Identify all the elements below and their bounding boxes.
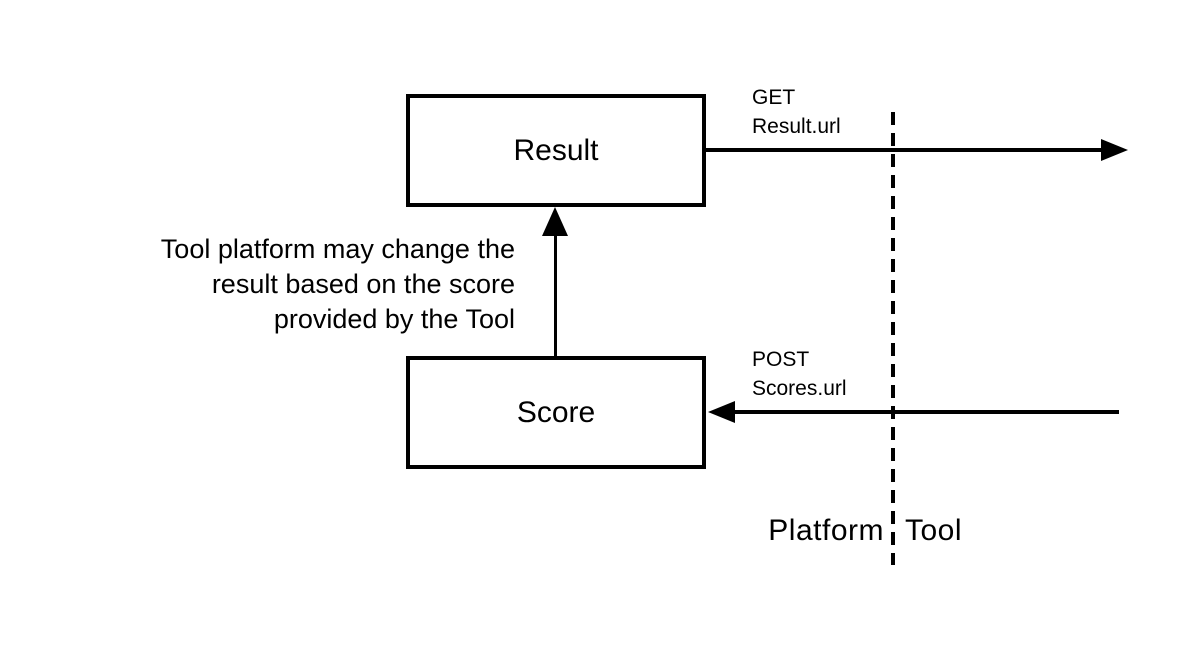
post-scores-arrowhead-left-icon (708, 401, 735, 423)
score-box: Score (406, 356, 706, 469)
get-result-arrowhead-right-icon (1101, 139, 1128, 161)
annotation-text: Tool platform may change the result base… (160, 234, 515, 334)
score-to-result-arrow-shaft (554, 230, 557, 356)
platform-side-label: Platform (768, 514, 884, 547)
score-to-result-arrowhead-up-icon (542, 207, 568, 236)
result-box-label: Result (513, 133, 599, 167)
post-scores-url-label: POST Scores.url (752, 348, 847, 400)
get-result-url-label: GET Result.url (752, 86, 841, 138)
post-scores-arrow-shaft (731, 410, 1119, 414)
tool-side-label: Tool (905, 514, 963, 547)
platform-tool-divider (891, 112, 895, 565)
get-result-arrow-shaft (706, 148, 1104, 152)
score-box-label: Score (516, 395, 596, 429)
result-box: Result (406, 94, 706, 207)
